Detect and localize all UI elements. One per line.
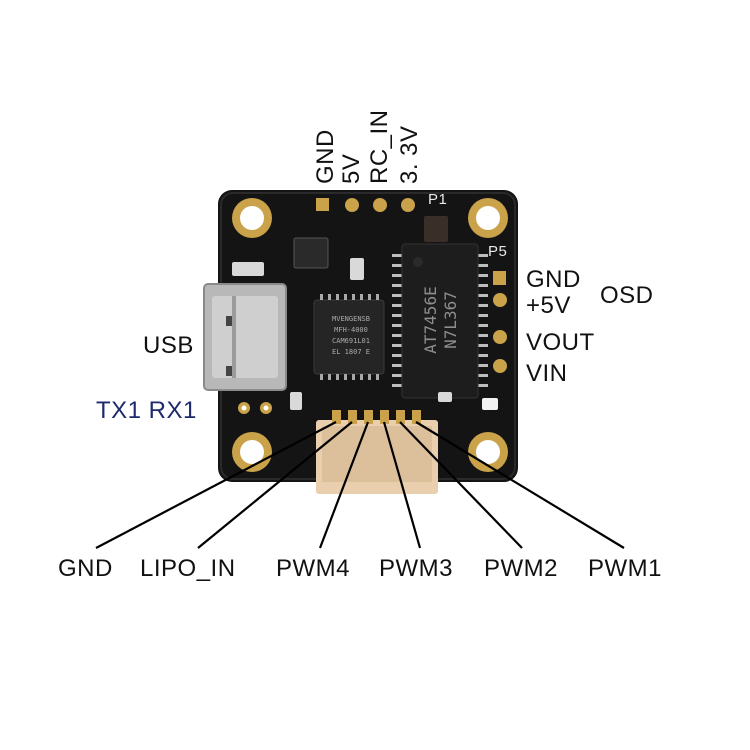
mcu-marking-line: CAM691L01 — [332, 337, 370, 345]
label-bottom-lipo-in: LIPO_IN — [140, 555, 236, 582]
mcu-chip — [313, 294, 385, 380]
mcu-marking-line: EL 1807 E — [332, 348, 370, 356]
uart-pads — [238, 402, 272, 414]
label-bottom-pwm4: PWM4 — [276, 555, 350, 582]
label-bottom-pwm3: PWM3 — [379, 555, 453, 582]
label-bottom-pwm1: PWM1 — [588, 555, 662, 582]
top-header-pads — [316, 198, 415, 212]
label-osd-vout: VOUT — [526, 329, 595, 356]
leader-lines — [95, 421, 625, 549]
mcu-markings: MVENGENSB MFH-4000 CAM691L01 EL 1807 E — [320, 314, 382, 358]
label-osd-gnd: GND — [526, 266, 581, 293]
label-bottom-pwm2: PWM2 — [484, 555, 558, 582]
label-uart: TX1 RX1 — [96, 397, 197, 424]
osd-chip-markings: AT7456E N7L367 — [421, 245, 461, 395]
mounting-hole-bottom-right — [468, 432, 508, 472]
mcu-marking-line: MFH-4000 — [334, 326, 368, 334]
label-bottom-gnd: GND — [58, 555, 113, 582]
silk-p1: P1 — [428, 191, 448, 208]
label-osd-title: OSD — [600, 282, 654, 309]
osd-chip — [392, 243, 488, 399]
silk-p5: P5 — [488, 243, 508, 260]
label-osd-vin: VIN — [526, 360, 568, 387]
label-osd-plus5v: +5V — [526, 292, 571, 319]
label-top-rc-in: RC_IN — [366, 109, 393, 184]
mounting-hole-top-left — [232, 198, 272, 238]
osd-marking-line: N7L367 — [441, 291, 460, 349]
label-top-gnd: GND — [312, 129, 339, 184]
osd-marking-line: AT7456E — [421, 286, 440, 354]
smd-components — [232, 216, 498, 410]
label-top-3v3: 3. 3V — [396, 125, 423, 184]
usb-connector — [203, 283, 287, 391]
osd-pads — [493, 271, 507, 373]
mounting-hole-top-right — [468, 198, 508, 238]
mcu-marking-line: MVENGENSB — [332, 315, 370, 323]
label-usb: USB — [143, 332, 194, 359]
label-top-5v: 5V — [338, 153, 365, 184]
